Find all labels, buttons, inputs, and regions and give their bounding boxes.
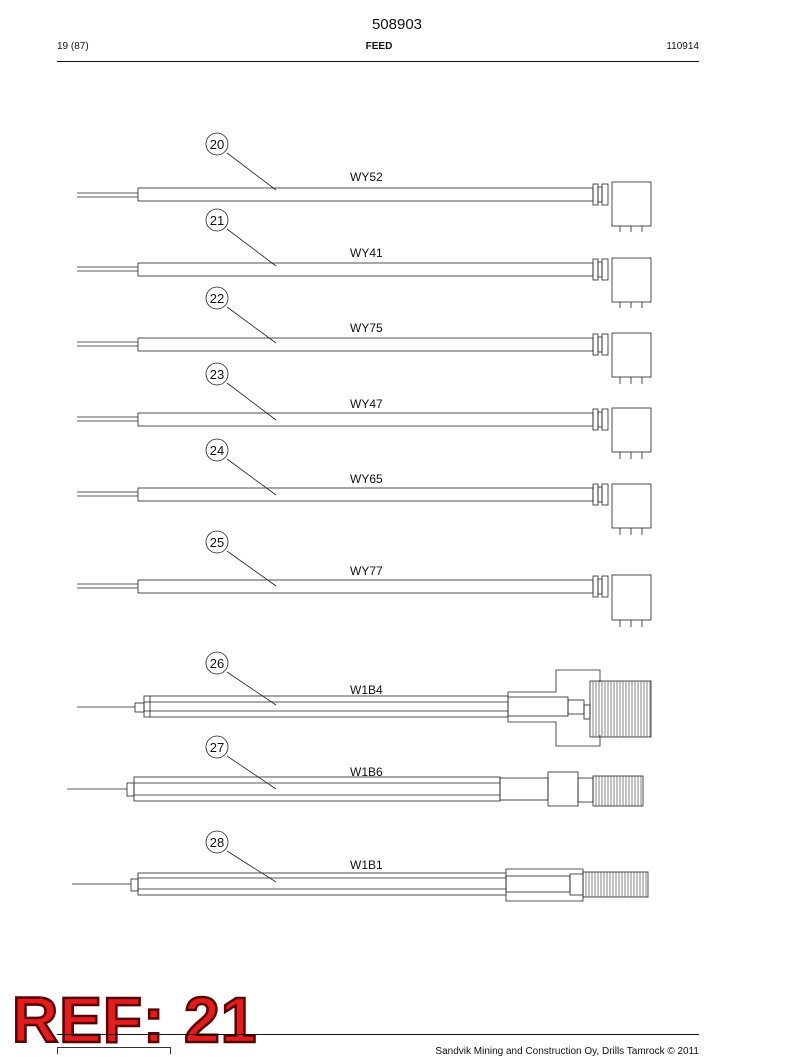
callout-number: 20 xyxy=(210,137,224,152)
cable-assembly-22 xyxy=(77,286,652,384)
cable-assembly-26 xyxy=(77,651,652,747)
header-rule xyxy=(57,61,699,62)
callout-number: 23 xyxy=(210,367,224,382)
callout-number: 21 xyxy=(210,213,224,228)
cable-label: WY41 xyxy=(350,246,383,260)
cable-label: WY52 xyxy=(350,170,383,184)
cable-label: WY77 xyxy=(350,564,383,578)
page-number: 19 (87) xyxy=(57,41,89,52)
footer-rule xyxy=(57,1034,699,1035)
callout-number: 25 xyxy=(210,535,224,550)
cable-assembly-20 xyxy=(77,132,652,232)
cable-assembly-25 xyxy=(77,530,652,627)
cable-label: W1B1 xyxy=(350,858,383,872)
footer-copyright: Sandvik Mining and Construction Oy, Dril… xyxy=(435,1046,699,1057)
callout-number: 28 xyxy=(210,835,224,850)
callout-number: 24 xyxy=(210,443,224,458)
cable-assembly-24 xyxy=(77,438,652,535)
section-title: FEED xyxy=(365,41,393,52)
cable-label: W1B4 xyxy=(350,683,383,697)
callout-number: 22 xyxy=(210,291,224,306)
cable-assembly-28 xyxy=(72,830,649,902)
cable-label: W1B6 xyxy=(350,765,383,779)
callout-number: 26 xyxy=(210,656,224,671)
cable-label: WY65 xyxy=(350,472,383,486)
callout-number: 27 xyxy=(210,740,224,755)
cable-assembly-21 xyxy=(77,208,652,308)
cable-assembly-27 xyxy=(67,735,644,807)
sandvik-logo xyxy=(57,1047,171,1054)
date-code: 110914 xyxy=(666,41,699,52)
cable-assembly-23 xyxy=(77,362,652,459)
cable-label: WY75 xyxy=(350,321,383,335)
document-number: 508903 xyxy=(371,16,423,33)
cable-label: WY47 xyxy=(350,397,383,411)
reference-stamp: REF: 21 xyxy=(11,984,258,1056)
